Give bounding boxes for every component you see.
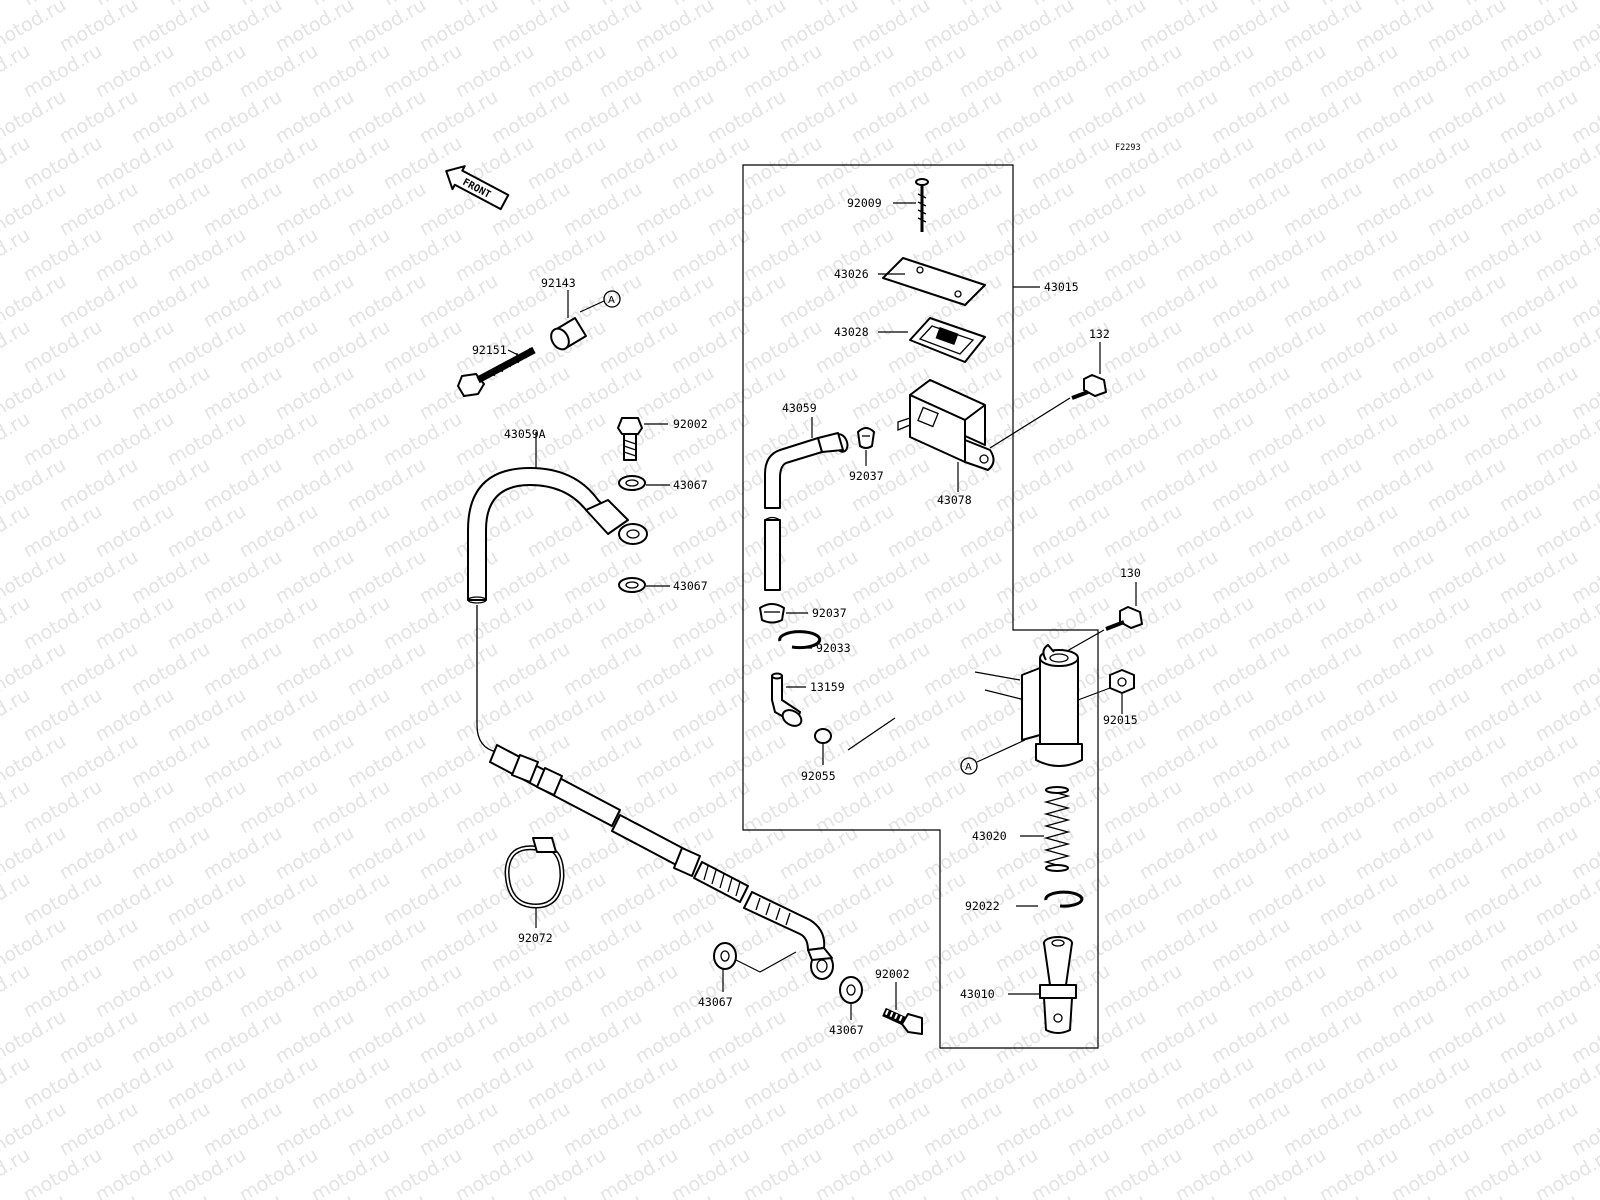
label-13159: 13159 bbox=[810, 680, 845, 694]
svg-text:A: A bbox=[965, 762, 972, 773]
part-13159-fitting bbox=[771, 672, 803, 727]
callout-a-spacer: A bbox=[579, 290, 621, 313]
part-132-bolt bbox=[1071, 374, 1107, 400]
label-43067-4: 43067 bbox=[829, 1023, 864, 1037]
label-43010: 43010 bbox=[960, 987, 995, 1001]
label-92055: 92055 bbox=[801, 769, 836, 783]
label-43067-2: 43067 bbox=[673, 579, 708, 593]
leader-132-line bbox=[989, 397, 1071, 449]
part-43020-spring bbox=[1043, 786, 1071, 872]
label-43020: 43020 bbox=[972, 829, 1007, 843]
label-43026: 43026 bbox=[834, 267, 869, 281]
part-43067-washer-4 bbox=[839, 976, 863, 1004]
label-92015: 92015 bbox=[1103, 713, 1138, 727]
label-43059A: 43059A bbox=[504, 427, 546, 441]
part-92055-o-ring bbox=[814, 728, 832, 744]
callout-a-cylinder: A bbox=[960, 739, 1026, 775]
label-92002-upper: 92002 bbox=[673, 417, 708, 431]
part-43059A-brake-hose bbox=[467, 467, 834, 980]
part-43059-reservoir-hose bbox=[764, 432, 849, 591]
part-92002-banjo-bolt-upper bbox=[617, 417, 643, 461]
label-92002-lower: 92002 bbox=[875, 967, 910, 981]
part-130-bolt bbox=[1105, 606, 1143, 631]
part-92143-spacer bbox=[550, 317, 587, 351]
label-92037-upper: 92037 bbox=[849, 469, 884, 483]
part-43078-reservoir bbox=[897, 379, 995, 471]
label-43078: 43078 bbox=[937, 493, 972, 507]
part-43028-diaphragm bbox=[909, 317, 986, 363]
label-92022: 92022 bbox=[965, 899, 1000, 913]
label-92151: 92151 bbox=[472, 343, 507, 357]
part-92009-screw bbox=[915, 178, 929, 232]
part-92037-clip-lower bbox=[759, 603, 785, 624]
label-92009: 92009 bbox=[847, 196, 882, 210]
assembly-boundary bbox=[742, 164, 1099, 1049]
part-92151-bolt bbox=[457, 346, 536, 397]
label-43067-3: 43067 bbox=[698, 995, 733, 1009]
label-43059: 43059 bbox=[782, 401, 817, 415]
label-92037-lower: 92037 bbox=[812, 606, 847, 620]
part-43010-piston bbox=[1039, 936, 1077, 1034]
label-43067-1: 43067 bbox=[673, 478, 708, 492]
part-43067-washer-1 bbox=[618, 475, 646, 491]
part-92015-nut bbox=[1109, 669, 1135, 694]
part-92072-clamp bbox=[504, 837, 565, 909]
part-43067-washer-2 bbox=[618, 577, 646, 593]
figure-code: F2293 bbox=[1115, 143, 1141, 153]
label-43015: 43015 bbox=[1044, 280, 1079, 294]
svg-text:A: A bbox=[608, 295, 615, 306]
label-92033: 92033 bbox=[816, 641, 851, 655]
part-43026-reservoir-cap bbox=[882, 257, 986, 306]
part-92037-clip-upper bbox=[857, 427, 875, 449]
label-132: 132 bbox=[1089, 327, 1110, 341]
label-43028: 43028 bbox=[834, 325, 869, 339]
part-92033-circlip bbox=[778, 630, 822, 650]
part-92022-circlip bbox=[1044, 890, 1084, 908]
front-arrow: FRONT bbox=[445, 165, 510, 211]
part-master-cylinder-body bbox=[1021, 644, 1083, 767]
leader-13159-line bbox=[847, 671, 1026, 751]
label-92143: 92143 bbox=[541, 276, 576, 290]
part-43067-washer-3 bbox=[713, 942, 737, 970]
part-92002-banjo-bolt-lower bbox=[882, 1007, 923, 1035]
label-130: 130 bbox=[1120, 566, 1141, 580]
label-92072: 92072 bbox=[518, 931, 553, 945]
